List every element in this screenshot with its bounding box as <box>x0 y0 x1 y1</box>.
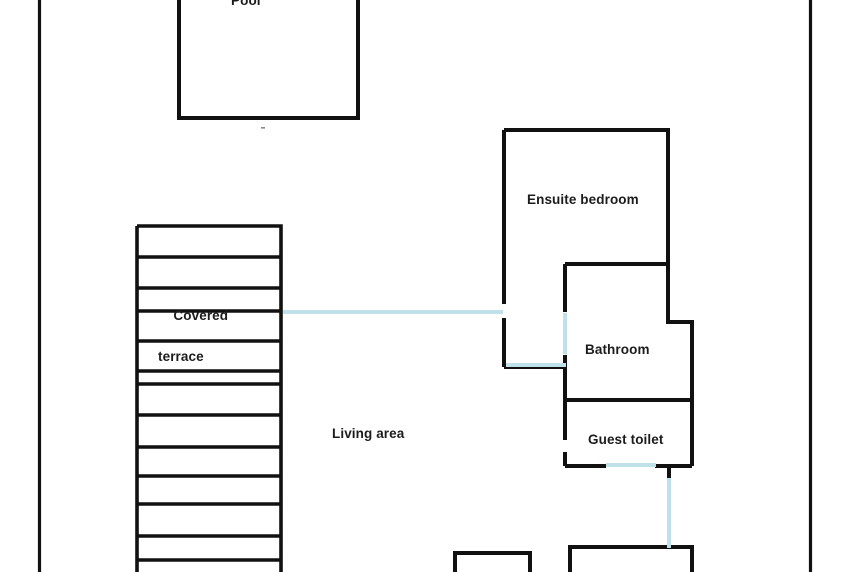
covered-terrace-walls <box>135 224 283 572</box>
room-label-living-area: Living area <box>332 426 405 441</box>
lower-rooms-walls <box>453 545 694 572</box>
bathroom-wall-right-step <box>666 264 694 400</box>
room-label-ensuite-bedroom: Ensuite bedroom <box>527 192 639 207</box>
room-label-pool: Pool <box>231 0 261 8</box>
bathroom-walls <box>563 262 694 402</box>
room-label-covered-terrace: Covered terrace <box>158 292 228 397</box>
ensuite-bedroom-outline <box>502 128 670 304</box>
guest-toilet-walls <box>563 400 694 479</box>
room-label-covered-terrace-line1: Covered <box>173 307 229 323</box>
plot-boundary-walls <box>37 0 813 572</box>
ensuite-bedroom-walls <box>502 128 670 369</box>
terrace-outline <box>135 224 283 572</box>
pool-outline <box>177 0 360 120</box>
room-label-covered-terrace-line2: terrace <box>158 348 204 364</box>
stray-mark <box>261 127 265 129</box>
lower-large-room-outline <box>568 545 694 572</box>
room-label-guest-toilet: Guest toilet <box>588 432 664 447</box>
pool-walls <box>177 0 360 120</box>
lower-small-room-outline <box>453 551 532 572</box>
door-openings <box>283 310 671 548</box>
room-label-bathroom: Bathroom <box>585 342 650 357</box>
